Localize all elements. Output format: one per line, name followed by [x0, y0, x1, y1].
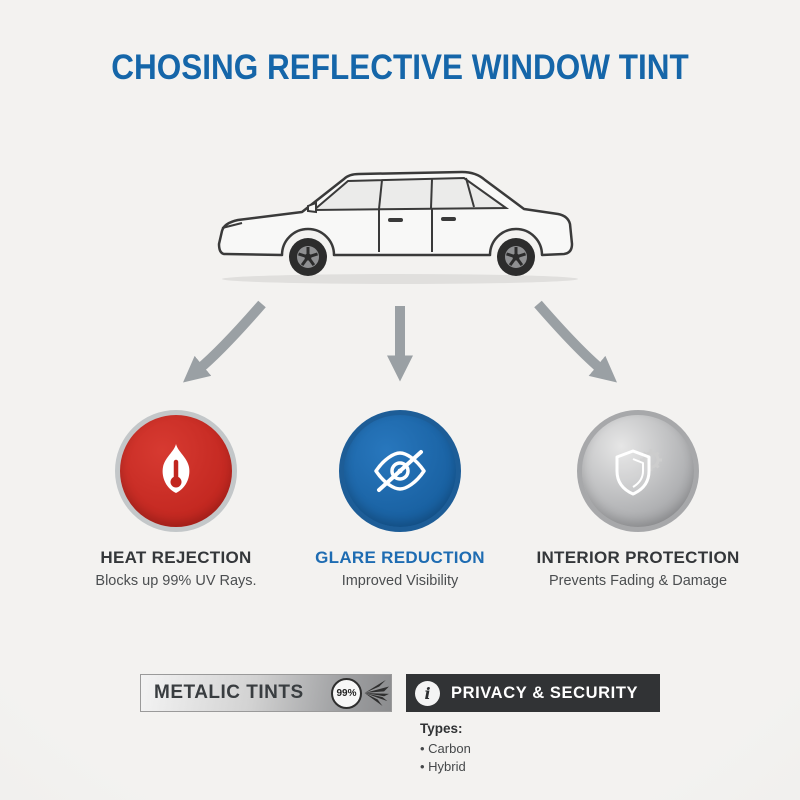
- feature-subtitle: Improved Visibility: [341, 573, 459, 589]
- page-title: CHOSING REFLECTIVE WINDOW TINT: [111, 48, 689, 87]
- shield-gear-icon: [615, 449, 662, 496]
- window-pillar: [465, 177, 475, 208]
- gear-icon: [640, 449, 662, 471]
- heat-rejection-circle: [115, 410, 237, 532]
- rear-hub: [512, 253, 520, 261]
- side-mirror: [307, 201, 317, 214]
- headlight-line: [221, 222, 243, 229]
- feature-title: HEAT REJECTION: [100, 548, 252, 567]
- door-handle: [388, 218, 403, 222]
- eye-slash-icon: [374, 450, 426, 492]
- feature-subtitle: Prevents Fading & Damage: [548, 573, 728, 589]
- door-handle: [441, 217, 456, 221]
- feature-interior-protection: INTERIOR PROTECTION Prevents Fading & Da…: [518, 410, 758, 589]
- banner-label: METALIC TINTS: [154, 682, 304, 703]
- feature-title: INTERIOR PROTECTION: [536, 548, 740, 567]
- front-hub: [304, 253, 312, 261]
- flame-thermometer-icon: [162, 444, 190, 493]
- list-item: Carbon: [420, 740, 471, 758]
- car-windows: [311, 176, 510, 212]
- window-pillar: [430, 178, 433, 209]
- feature-heat-rejection: HEAT REJECTION Blocks up 99% UV Rays.: [56, 410, 296, 589]
- types-heading: Types:: [420, 721, 463, 736]
- info-icon: i: [415, 680, 440, 706]
- arrow-left-icon: [183, 300, 266, 383]
- badge-value: 99%: [336, 687, 357, 699]
- feature-title: GLARE REDUCTION: [315, 548, 485, 567]
- arrow-right-icon: [534, 300, 617, 383]
- sun-rays-icon: [364, 680, 389, 706]
- list-item: Hybrid: [420, 758, 471, 776]
- car-shadow: [222, 274, 578, 284]
- glare-reduction-circle: [339, 410, 461, 532]
- info-glyph: i: [424, 683, 431, 703]
- interior-protection-circle: [577, 410, 699, 532]
- feature-subtitle: Blocks up 99% UV Rays.: [95, 573, 257, 589]
- types-list: Carbon Hybrid: [420, 740, 471, 776]
- types-section: Types: Carbon Hybrid: [420, 721, 471, 776]
- window-pillar: [378, 179, 383, 210]
- flow-arrows: [183, 300, 617, 383]
- banner-label: PRIVACY & SECURITY: [451, 683, 639, 702]
- feature-glare-reduction: GLARE REDUCTION Improved Visibility: [280, 410, 520, 589]
- privacy-security-banner: i PRIVACY & SECURITY: [406, 674, 660, 712]
- car-illustration: [217, 170, 578, 284]
- 99-percent-badge: 99%: [331, 677, 362, 709]
- metallic-tints-banner: METALIC TINTS 99%: [140, 674, 392, 712]
